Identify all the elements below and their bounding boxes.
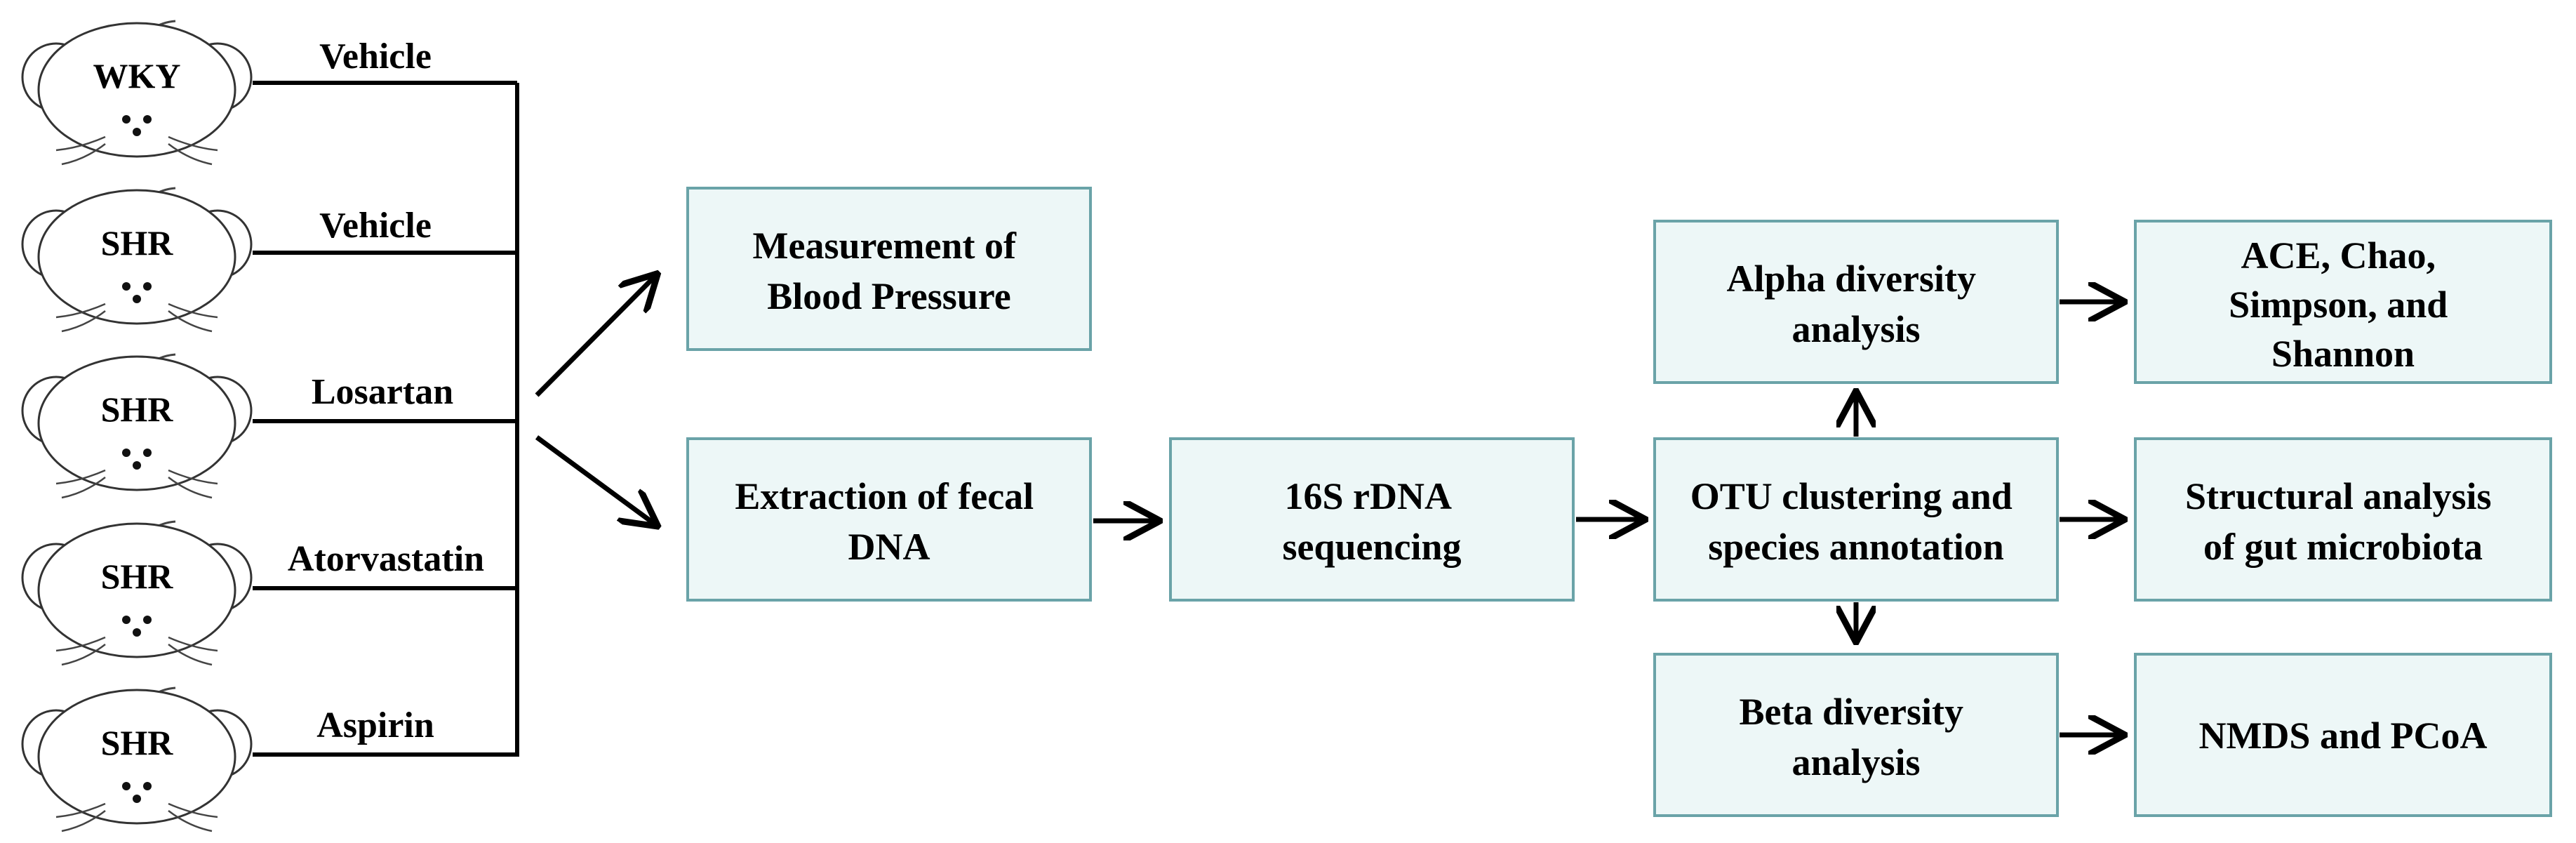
box-line: of gut microbiota (2203, 526, 2483, 568)
box-line: DNA (848, 526, 930, 568)
mouse-group-1: WKY Vehicle (21, 20, 517, 166)
box-otu: OTU clustering and species annotation (1653, 437, 2059, 602)
box-fecal-dna: Extraction of fecal DNA (686, 437, 1092, 602)
treatment-label: Aspirin (316, 705, 434, 745)
svg-text:Structural analysis of g: Structural analysis of gut microbiota (2185, 475, 2501, 568)
svg-text:Measurement of Blood Pre: Measurement of Blood Pressure (753, 225, 1026, 317)
mouse-icon (21, 353, 253, 499)
box-line: ACE, Chao, (2241, 234, 2436, 277)
box-line: Simpson, and (2229, 284, 2448, 326)
mouse-group-3: SHR Losartan (21, 353, 517, 499)
box-line: Shannon (2271, 333, 2415, 375)
mouse-icon (21, 520, 253, 666)
mouse-icon (21, 187, 253, 333)
box-line: Extraction of fecal (735, 475, 1034, 517)
box-blood-pressure: Measurement of Blood Pressure (686, 187, 1092, 351)
box-beta-result: NMDS and PCoA (2134, 653, 2552, 817)
box-line: sequencing (1282, 526, 1461, 568)
strain-label: SHR (101, 723, 174, 762)
box-line: Measurement of (753, 225, 1017, 267)
treatment-label: Vehicle (319, 36, 432, 77)
box-line: Blood Pressure (767, 275, 1011, 317)
mouse-group-5: SHR Aspirin (21, 686, 517, 832)
mouse-icon (21, 686, 253, 832)
box-line: OTU clustering and (1690, 475, 2013, 517)
strain-label: SHR (101, 390, 174, 429)
box-line: 16S rDNA (1284, 475, 1451, 517)
box-line: NMDS and PCoA (2198, 715, 2487, 757)
box-line: Structural analysis (2185, 475, 2492, 517)
mouse-icon (21, 20, 253, 166)
box-line: Beta diversity (1740, 691, 1963, 733)
box-beta-diversity: Beta diversity analysis (1653, 653, 2059, 817)
svg-text:Extraction of fecal DNA: Extraction of fecal DNA (735, 475, 1043, 568)
box-alpha-diversity: Alpha diversity analysis (1653, 220, 2059, 384)
treatment-label: Vehicle (319, 206, 432, 246)
treatment-label: Losartan (312, 372, 453, 412)
box-sequencing: 16S rDNA sequencing (1169, 437, 1575, 602)
svg-text:OTU clustering and speci: OTU clustering and species annotation (1690, 475, 2022, 568)
strain-label: SHR (101, 557, 174, 596)
arrow-to-blood-pressure (535, 275, 656, 397)
strain-label: WKY (93, 56, 181, 95)
mouse-group-4: SHR Atorvastatin (21, 520, 517, 666)
strain-label: SHR (101, 223, 174, 263)
svg-text:16S rDNA sequencing: 16S rDNA sequencing (1282, 475, 1461, 568)
svg-text:Alpha diversity analysis: Alpha diversity analysis (1726, 258, 1985, 350)
box-line: species annotation (1708, 526, 2004, 568)
box-line: Alpha diversity (1726, 258, 1976, 300)
box-line: analysis (1791, 308, 1920, 350)
treatment-label: Atorvastatin (288, 539, 484, 579)
mouse-group-2: SHR Vehicle (21, 187, 517, 333)
arrow-to-fecal-dna (535, 435, 656, 525)
box-alpha-result: ACE, Chao, Simpson, and Shannon (2134, 220, 2552, 384)
svg-text:Beta diversity analysis: Beta diversity analysis (1740, 691, 1973, 783)
svg-text:NMDS and PCoA: NMDS and PCoA (2198, 715, 2487, 757)
box-line: analysis (1791, 741, 1920, 783)
box-structural-analysis: Structural analysis of gut microbiota (2134, 437, 2552, 602)
svg-text:ACE, Chao, Simpson, and: ACE, Chao, Simpson, and Shannon (2229, 234, 2457, 375)
